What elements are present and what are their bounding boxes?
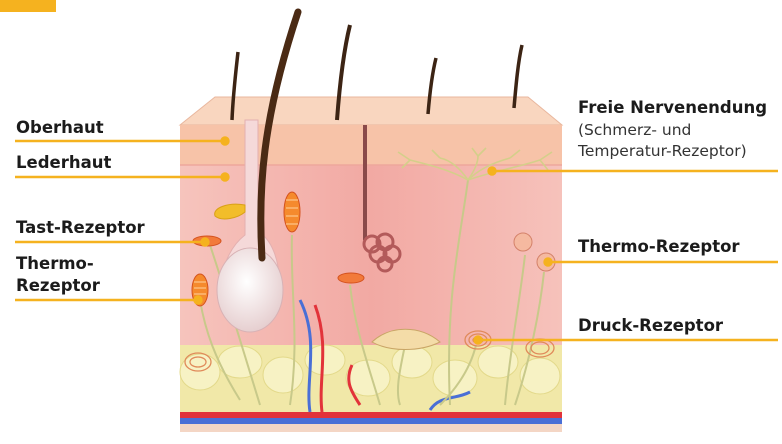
base-band (180, 424, 562, 432)
label-freie-nervenendung-sub-line1: (Schmerz- und (578, 120, 691, 140)
leader-dot-druck-rezeptor (475, 337, 482, 344)
epidermis-top-surface (180, 97, 562, 125)
leader-dot-freie-nervenendung (489, 168, 496, 175)
leader-dot-tast-rezeptor (202, 239, 209, 246)
vein-band (180, 418, 562, 424)
leader-dot-oberhaut (222, 138, 229, 145)
label-druck-rezeptor: Druck-Rezeptor (578, 315, 723, 336)
label-oberhaut: Oberhaut (16, 117, 104, 138)
label-thermo-rezeptor-right: Thermo-Rezeptor (578, 236, 740, 257)
label-thermo-rezeptor-left-line2: Rezeptor (16, 275, 100, 296)
krause-bulb-shape (284, 192, 300, 232)
label-thermo-rezeptor-left-line1: Thermo- (16, 253, 94, 274)
label-freie-nervenendung: Freie Nervenendung (578, 97, 767, 118)
label-tast-rezeptor: Tast-Rezeptor (16, 217, 145, 238)
leader-dot-lederhaut (222, 174, 229, 181)
label-freie-nervenendung-sub-line2: Temperatur-Rezeptor) (578, 141, 747, 161)
receptor-mid-shape (338, 273, 364, 283)
artery-band (180, 412, 562, 418)
hair-bulb (217, 248, 283, 332)
leader-dot-thermo-right (545, 259, 552, 266)
label-lederhaut: Lederhaut (16, 152, 111, 173)
leader-dot-thermo-left (195, 297, 202, 304)
